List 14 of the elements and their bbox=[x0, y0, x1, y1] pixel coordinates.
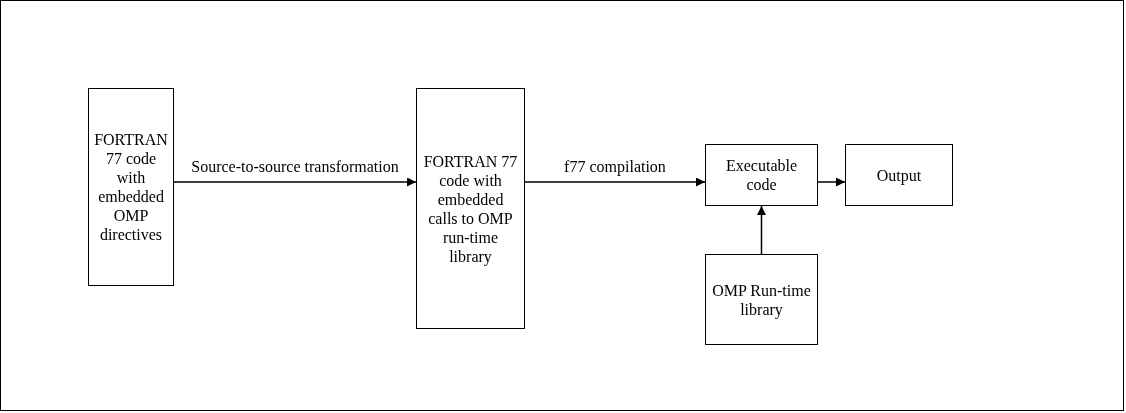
process-box bbox=[88, 88, 174, 286]
box-text: FORTRAN 77 code with embedded OMP directives bbox=[93, 130, 169, 244]
arrow bbox=[757, 205, 766, 255]
box-text: OMP Run-time library bbox=[711, 280, 812, 319]
arrow bbox=[817, 177, 846, 187]
process-box bbox=[416, 88, 525, 329]
box-text: FORTRAN 77 code with embedded calls to OMP run-time library bbox=[422, 151, 519, 266]
arrow bbox=[524, 177, 706, 187]
process-box bbox=[705, 144, 818, 206]
process-box bbox=[845, 144, 953, 206]
box-text: Output bbox=[876, 165, 922, 185]
arrow bbox=[173, 177, 417, 187]
process-box bbox=[705, 254, 818, 345]
box-text: Executable code bbox=[724, 156, 799, 194]
